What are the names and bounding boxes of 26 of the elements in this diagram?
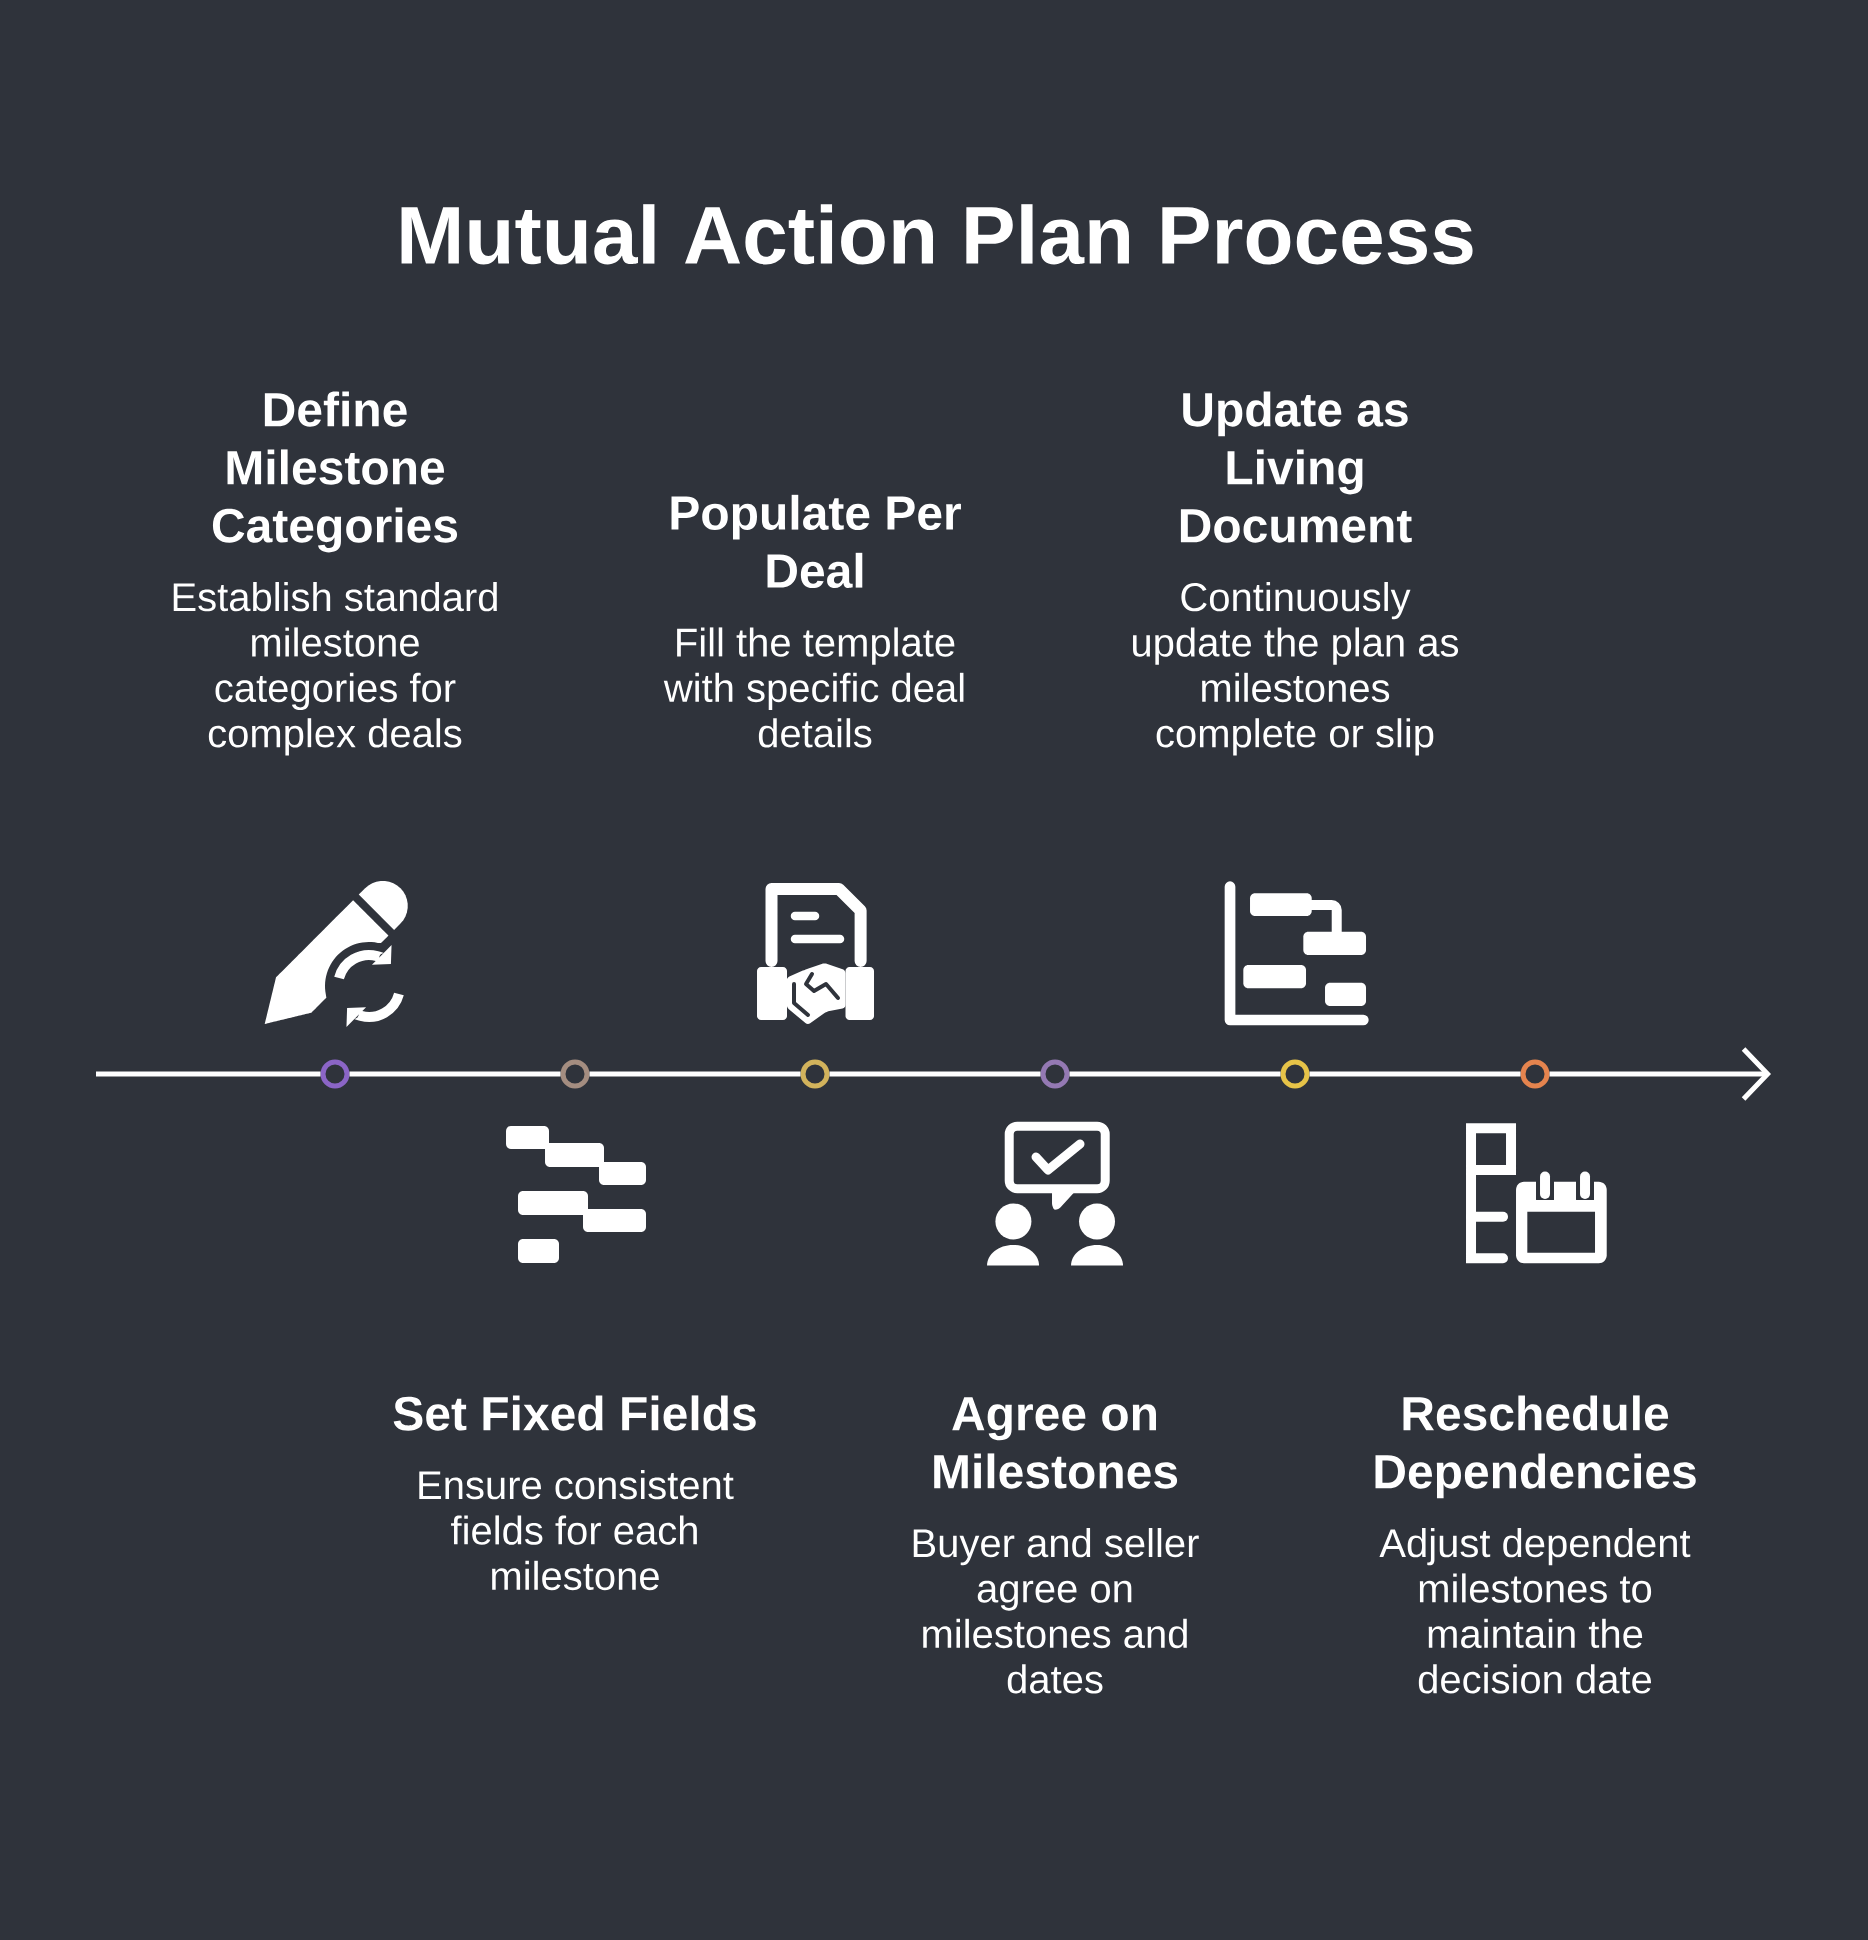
- step-heading: Agree on Milestones: [934, 1397, 1178, 1489]
- step-description: Continuously update the plan as milestones complete or slip: [1133, 582, 1459, 756]
- step-description: Buyer and seller agree on milestones and dates: [913, 1528, 1199, 1694]
- timeline-arrow: [1549, 1047, 1772, 1101]
- step-description: Adjust dependent milestones to maintain the decision date: [1379, 1528, 1691, 1694]
- step-description: Ensure consistent fields for each milestone: [419, 1470, 734, 1591]
- milestone-dot: [560, 1059, 590, 1089]
- timeline: [96, 1071, 321, 1077]
- milestone-dot: [1040, 1059, 1070, 1089]
- step-heading: Populate Per Deal: [671, 494, 961, 589]
- step-heading: Set Fixed Fields: [393, 1395, 756, 1431]
- step-description: Establish standard milestone categories for complex deals: [173, 582, 497, 756]
- timeline: [1069, 1071, 1281, 1077]
- step-heading: Reschedule Dependencies: [1375, 1395, 1696, 1499]
- milestone-dot: [1280, 1059, 1310, 1089]
- milestone-dot: [320, 1059, 350, 1089]
- milestone-dot: [1520, 1059, 1550, 1089]
- step-heading: Update as Living Document: [1180, 391, 1412, 543]
- timeline: [1309, 1071, 1521, 1077]
- step-heading: Define Milestone Categories: [212, 391, 458, 553]
- timeline: [829, 1071, 1041, 1077]
- timeline: [349, 1071, 561, 1077]
- milestone-dot: [800, 1059, 830, 1089]
- timeline: [589, 1071, 801, 1077]
- title: Mutual Action Plan Process: [401, 204, 1473, 265]
- step-description: Fill the template with specific deal details: [663, 627, 964, 748]
